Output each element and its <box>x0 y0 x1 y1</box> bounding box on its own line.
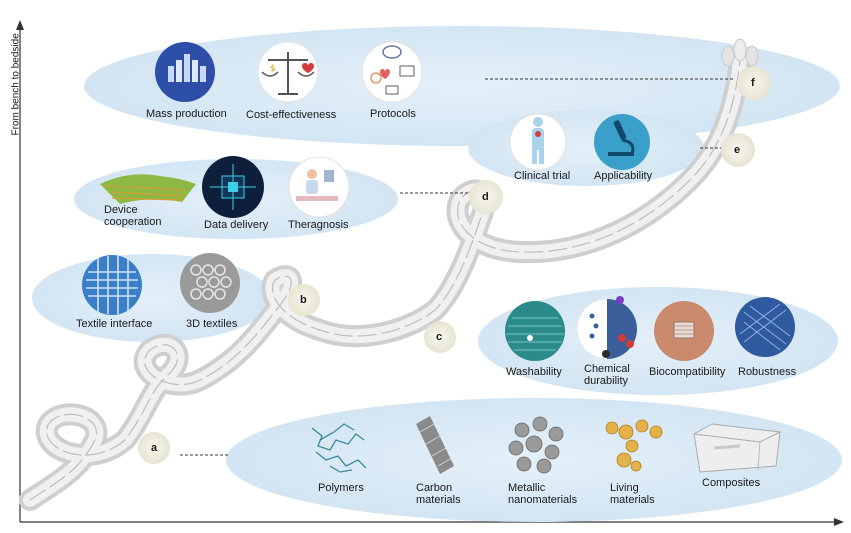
label-device-cooperation: Device cooperation <box>104 204 162 228</box>
applicability-icon <box>594 114 650 170</box>
clinical-trial-icon <box>509 113 567 171</box>
label-data-delivery: Data delivery <box>204 219 269 231</box>
label-applicability: Applicability <box>594 170 653 182</box>
label-textile-interface: Textile interface <box>76 318 153 330</box>
node-f <box>737 66 771 100</box>
stage-letter-e: e <box>734 144 741 156</box>
label-clinical-trial: Clinical trial <box>514 170 571 182</box>
living-materials-icon <box>605 419 663 472</box>
label-cost-effectiveness: Cost-effectiveness <box>246 109 337 121</box>
stage-letter-a: a <box>151 442 158 454</box>
label-biocompatibility: Biocompatibility <box>649 366 726 378</box>
metallic-nanomaterials-icon <box>508 416 564 474</box>
node-a <box>138 432 170 464</box>
y-axis-arrow-icon <box>16 20 24 30</box>
label-protocols: Protocols <box>370 108 416 120</box>
label-carbon-materials: Carbon materials <box>416 482 461 506</box>
stage-letter-f: f <box>751 77 755 89</box>
stage-letter-b: b <box>300 294 307 306</box>
washability-icon <box>505 301 565 361</box>
label-living-materials: Living materials <box>610 482 655 506</box>
label-mass-production: Mass production <box>146 108 227 120</box>
stage-letter-d: d <box>482 191 489 203</box>
label-polymers: Polymers <box>318 482 364 494</box>
y-axis-label: From bench to bedside <box>10 33 22 136</box>
label-metallic-nanomaterials: Metallic nanomaterials <box>508 482 578 506</box>
label-washability: Washability <box>506 366 562 378</box>
label-composites: Composites <box>702 477 761 489</box>
node-d <box>469 180 503 214</box>
label-theragnosis: Theragnosis <box>288 219 349 231</box>
bubble-e <box>468 110 704 186</box>
node-b <box>288 284 320 316</box>
theragnosis-icon <box>288 156 350 218</box>
protocols-icon <box>361 41 423 103</box>
fiber-tips <box>721 38 759 67</box>
carbon-materials-icon <box>416 416 454 474</box>
biocompatibility-icon <box>654 301 714 361</box>
bubble-a <box>226 398 842 522</box>
stage-letter-c: c <box>436 331 443 343</box>
chemical-durability-icon <box>577 296 637 359</box>
data-delivery-icon <box>202 156 264 218</box>
svg-text:$: $ <box>270 64 276 74</box>
composites-icon <box>693 423 781 473</box>
node-e <box>721 133 755 167</box>
label-3d-textiles: 3D textiles <box>186 318 238 330</box>
device-cooperation-icon <box>100 174 196 204</box>
polymers-icon <box>311 423 367 473</box>
3d-textiles-icon <box>180 253 240 313</box>
connectors <box>180 78 735 456</box>
mass-production-icon <box>155 42 215 102</box>
x-axis-arrow-icon <box>834 518 844 526</box>
node-c <box>424 321 456 353</box>
axes <box>16 20 844 526</box>
cost-effectiveness-icon: $ <box>257 41 319 103</box>
fiber-bundle <box>19 38 759 511</box>
label-chemical-durability: Chemical durability <box>584 363 630 387</box>
robustness-icon <box>735 297 795 357</box>
label-robustness: Robustness <box>738 366 797 378</box>
textile-interface-icon <box>82 255 142 315</box>
